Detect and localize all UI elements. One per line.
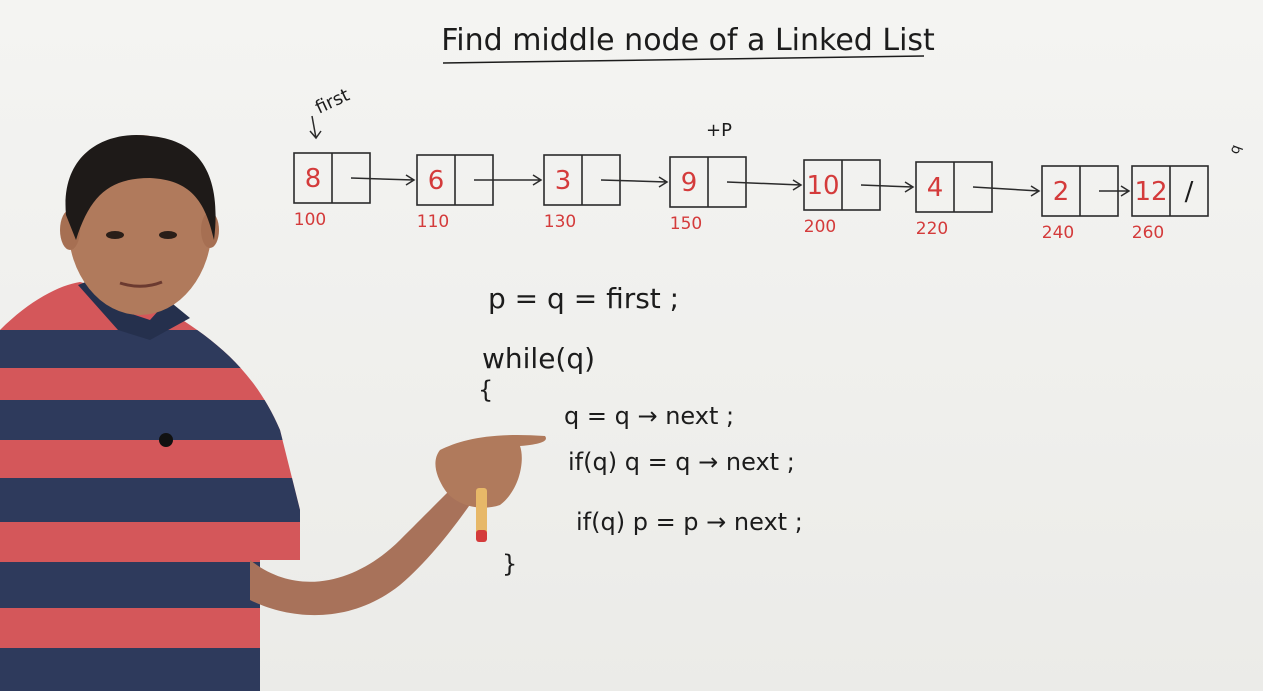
list-node: 8 100 [293,152,416,230]
list-node: 2 240 [1041,165,1131,243]
node-address: 240 [1042,223,1074,243]
list-node: 12 / 260 [1131,165,1209,243]
next-pointer-arrow [726,179,803,191]
list-node: 9 150 [669,156,803,234]
node-value: 8 [305,164,322,194]
marker-pen [476,488,487,540]
marker-cap [476,530,487,542]
p-pointer-label: +P [706,120,732,141]
list-node: 4 220 [915,161,1041,239]
code-line-4: if(q) q = q → next ; [568,448,795,476]
node-next-null: / [1185,177,1194,207]
list-node: 6 110 [416,154,543,232]
title-underline [442,55,925,64]
list-node: 3 130 [543,154,669,232]
presenter-eye [159,231,177,239]
node-address: 150 [670,214,702,234]
code-line-1: p = q = first ; [488,282,679,315]
next-pointer-arrow [474,174,543,186]
code-open-brace: { [478,376,493,404]
code-line-5: if(q) p = p → next ; [576,508,803,536]
code-line-2: while(q) [482,342,595,375]
node-value: 12 [1134,177,1167,207]
pointing-hand [435,434,546,508]
q-pointer-label: q [1226,143,1244,157]
lapel-mic [159,433,173,447]
node-address: 200 [804,217,836,237]
first-label: first [312,85,353,119]
presenter [0,134,546,691]
next-pointer-arrow [600,176,669,188]
node-address: 220 [916,219,948,239]
board-title: Find middle node of a Linked List [441,23,935,58]
node-value: 9 [681,168,698,198]
next-pointer-arrow [860,181,915,193]
next-pointer-arrow [972,185,1041,197]
presenter-mouth [119,280,163,288]
node-value: 2 [1053,177,1070,207]
node-address: 110 [417,212,449,232]
linked-list: 8 100 6 110 3 130 9 150 10 200 4 220 2 240 12 / 260 [293,152,1209,243]
node-address: 130 [544,212,576,232]
presenter-hair [65,134,216,240]
node-address: 100 [294,210,326,230]
code-close-brace: } [502,550,517,578]
list-node: 10 200 [803,159,915,237]
code-line-3: q = q → next ; [564,402,734,430]
presenter-eye [106,231,124,239]
node-value: 4 [927,173,944,203]
next-pointer-arrow [1099,185,1131,197]
node-address: 260 [1132,223,1164,243]
node-value: 10 [806,171,839,201]
node-value: 6 [428,166,445,196]
next-pointer-arrow [350,174,416,186]
first-pointer-arrow [309,115,322,140]
node-value: 3 [555,166,572,196]
